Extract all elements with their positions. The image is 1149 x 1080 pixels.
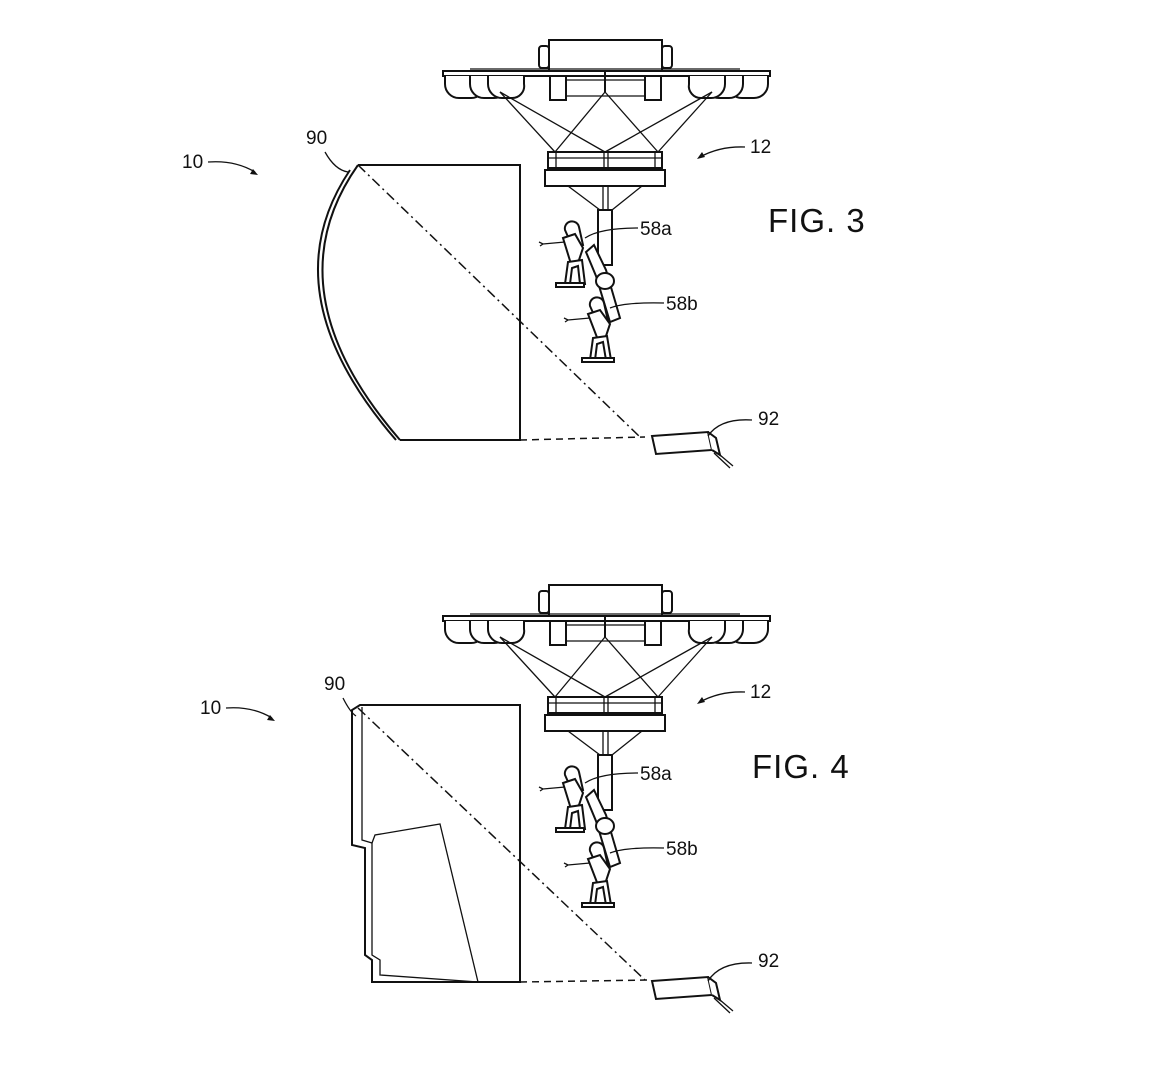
- fig3-label-screen: 90: [306, 128, 328, 149]
- fig4-label-figure-b: 58b: [666, 839, 698, 860]
- fig3-ride-vehicle: [442, 39, 771, 363]
- fig3-label-figure-a: 58a: [640, 219, 672, 240]
- fig4-label-screen: 90: [324, 674, 346, 695]
- fig3-title: FIG. 3: [768, 202, 866, 239]
- fig4-label-system: 10: [200, 698, 222, 719]
- fig4-label-projector: 92: [758, 951, 780, 972]
- fig3-label-projector: 92: [758, 409, 780, 430]
- fig4-title: FIG. 4: [752, 748, 850, 785]
- fig3-label-system: 10: [182, 152, 204, 173]
- fig3-label-vehicle: 12: [750, 137, 772, 158]
- fig4-drawing: [442, 584, 771, 1014]
- fig3-curved-screen: [316, 164, 646, 441]
- fig4-label-vehicle: 12: [750, 682, 772, 703]
- fig4-projector: [651, 976, 734, 1014]
- fig3-label-figure-b: 58b: [666, 294, 698, 315]
- fig4-label-figure-a: 58a: [640, 764, 672, 785]
- fig3-drawing: [207, 39, 771, 469]
- fig4-ride-vehicle: [442, 584, 771, 908]
- fig4-stepped-screen: [351, 704, 649, 983]
- fig3-projector: [651, 431, 734, 469]
